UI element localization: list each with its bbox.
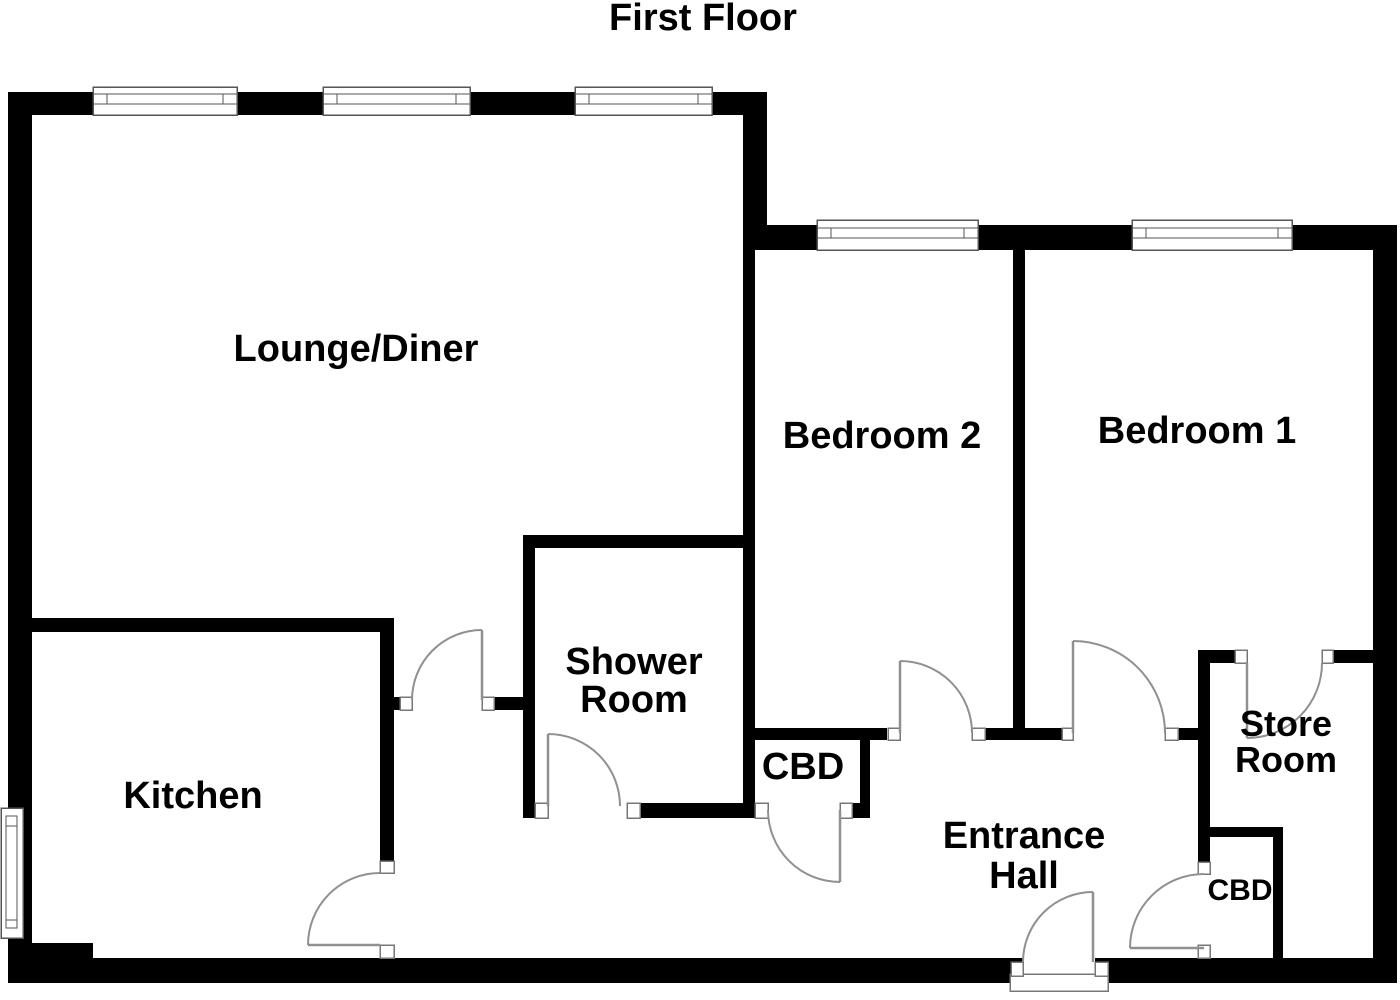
label-shower-line2: Room — [580, 679, 688, 721]
label-cbd-hall: CBD — [762, 746, 844, 788]
label-bedroom-1: Bedroom 1 — [1098, 410, 1296, 452]
door-bedroom-2 — [887, 660, 986, 741]
wall-store-bottom — [1210, 827, 1283, 837]
door-front-entrance — [1022, 891, 1095, 963]
label-shower-line1: Shower — [565, 641, 702, 683]
window-lounge-3 — [574, 86, 713, 116]
wall-lounge-bedroom2-divider — [743, 250, 755, 818]
front-door-sill — [1009, 973, 1109, 992]
wall-kitchen-top — [32, 618, 394, 632]
window-bedroom-1 — [1131, 219, 1293, 251]
wall-cbd1-right — [860, 740, 870, 818]
wall-shower-top — [523, 535, 755, 548]
wall-right — [1373, 225, 1397, 983]
window-lounge-1 — [92, 86, 238, 116]
front-door-jamb-right — [1094, 961, 1109, 977]
interior-walls — [32, 250, 1373, 958]
wall-bottom-left-step — [25, 943, 93, 958]
window-lounge-2 — [322, 86, 471, 116]
wall-bottom — [8, 958, 1397, 983]
wall-hall-stub-east — [494, 697, 523, 710]
label-cbd-entrance: CBD — [1208, 874, 1273, 907]
room-labels: Lounge/Diner Kitchen Shower Room Bedroom… — [123, 328, 1337, 907]
door-store-room — [1234, 649, 1334, 739]
door-cbd-closet-entrance — [1129, 861, 1211, 959]
door-lounge-hall — [399, 629, 495, 711]
label-kitchen: Kitchen — [123, 775, 262, 817]
label-lounge-diner: Lounge/Diner — [234, 328, 479, 370]
door-shower-room — [534, 733, 641, 819]
label-entrance-line2: Hall — [989, 855, 1059, 897]
wall-cbd2-right — [1273, 837, 1283, 958]
door-bedroom-1 — [1061, 640, 1179, 741]
wall-hall-stub-west — [394, 697, 400, 710]
floor-title: First Floor — [609, 0, 797, 39]
label-entrance-line1: Entrance — [943, 815, 1106, 857]
door-cbd-closet-hall — [754, 802, 853, 883]
windows — [0, 86, 1293, 939]
front-door-jamb-left — [1010, 961, 1024, 977]
wall-bedroom1-bedroom2-divider — [1013, 250, 1025, 740]
wall-store-left — [1198, 650, 1210, 862]
label-bedroom-2: Bedroom 2 — [783, 415, 981, 457]
door-kitchen — [307, 860, 395, 959]
label-store-line1: Store — [1240, 703, 1332, 744]
wall-shower-left — [523, 535, 535, 818]
wall-shower-bottom — [640, 803, 753, 818]
label-store-line2: Room — [1235, 739, 1337, 780]
window-kitchen — [0, 807, 24, 939]
doors — [307, 629, 1334, 963]
front-entrance-opening — [1009, 958, 1109, 992]
wall-kitchen-right — [380, 632, 394, 861]
window-bedroom-2 — [816, 219, 979, 251]
wall-cbd1-top — [753, 728, 887, 740]
wall-lounge-right — [743, 92, 767, 250]
wall-cbd1-bottom — [852, 803, 870, 818]
wall-store-top-east — [1333, 650, 1373, 663]
